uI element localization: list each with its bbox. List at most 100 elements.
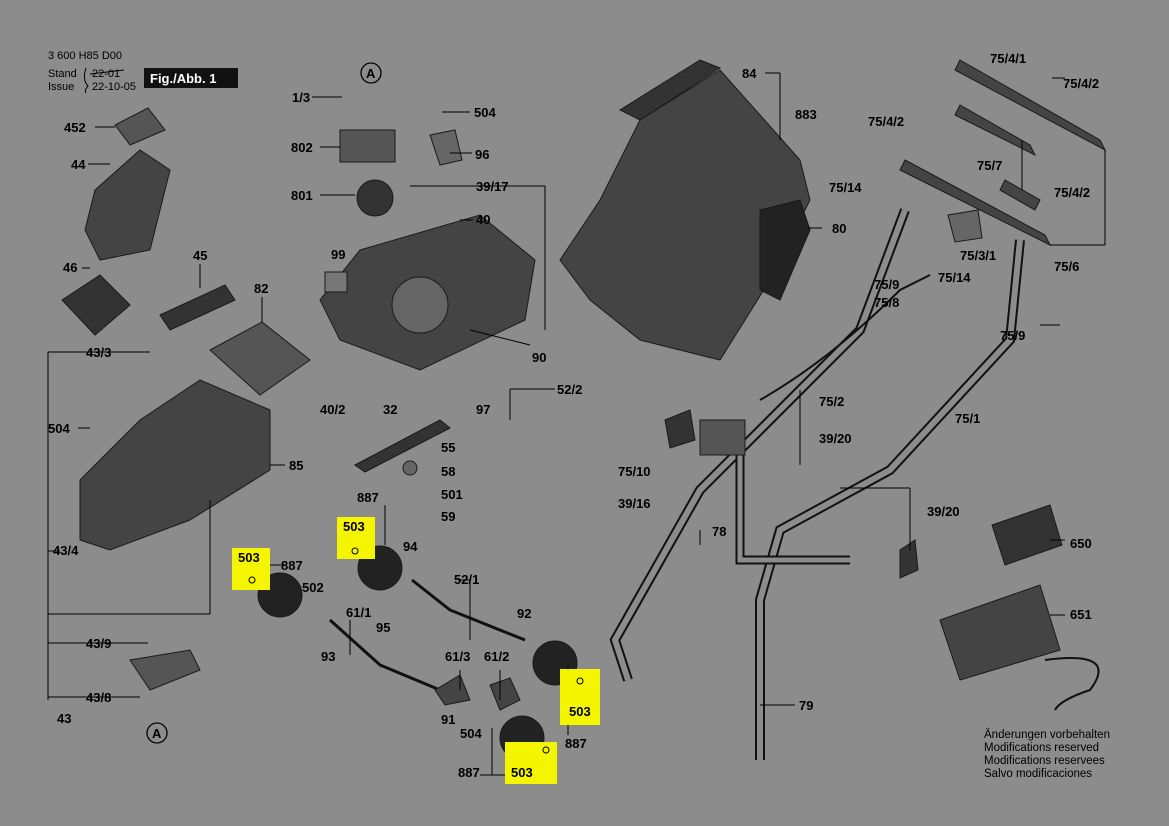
part-label-46: 46 (63, 260, 77, 275)
part-label-95: 95 (376, 620, 390, 635)
marker-a-top-label: A (366, 66, 376, 81)
part-label-503-d: 503 (569, 704, 591, 719)
part-label-43-8: 43/8 (86, 690, 111, 705)
part-label-92: 92 (517, 606, 531, 621)
note-de: Änderungen vorbehalten (984, 729, 1110, 741)
part-75-10-drawing (664, 409, 696, 449)
part-label-75-10: 75/10 (618, 464, 651, 479)
cover-44-drawing (84, 149, 171, 261)
highlight-503-d (505, 742, 557, 784)
part-label-75-7: 75/7 (977, 158, 1002, 173)
grass-box-side-drawing (759, 199, 811, 301)
part-label-40-2: 40/2 (320, 402, 345, 417)
part-label-58: 58 (441, 464, 455, 479)
note-en: Modifications reserved (984, 742, 1099, 754)
part-label-78: 78 (712, 524, 726, 539)
reference-markers: A A (146, 62, 382, 744)
part-label-504-left: 504 (48, 421, 70, 436)
part-label-97: 97 (476, 402, 490, 417)
stand-date-strike (89, 69, 125, 75)
handle-75-1-drawing (755, 239, 1025, 760)
marker-a-top (360, 62, 382, 84)
part-label-503-c: 503 (511, 765, 533, 780)
part-label-75-14-b: 75/14 (938, 270, 971, 285)
issue-label: Issue (48, 81, 74, 93)
part-label-75-14-a: 75/14 (829, 180, 862, 195)
charger-cable-drawing (1044, 657, 1100, 711)
issue-date: 22-10-05 (92, 81, 136, 93)
part-label-40: 40 (476, 212, 490, 227)
housing-43-drawing (79, 379, 271, 551)
part-label-1-3: 1/3 (292, 90, 310, 105)
part-label-504-bottom: 504 (460, 726, 482, 741)
handle-75-1-inner (757, 239, 1023, 760)
part-label-650: 650 (1070, 536, 1092, 551)
part-label-43-9: 43/9 (86, 636, 111, 651)
part-39-20-clamp-drawing (899, 539, 919, 579)
handle-78-inner (737, 440, 850, 563)
part-label-75-9-b: 75/9 (1000, 328, 1025, 343)
modification-notes: Änderungen vorbehalten Modifications res… (984, 729, 1110, 780)
part-label-504-top: 504 (474, 105, 496, 120)
deck-fan-drawing (391, 276, 449, 334)
part-label-39-16: 39/16 (618, 496, 651, 511)
part-452-drawing (114, 107, 166, 146)
part-label-90: 90 (532, 350, 546, 365)
part-label-75-6: 75/6 (1054, 259, 1079, 274)
part-label-79: 79 (799, 698, 813, 713)
blade-55-drawing (354, 419, 451, 473)
handle-75-2-inner (611, 208, 908, 681)
part-label-80: 80 (832, 221, 846, 236)
part-label-887-d: 887 (565, 736, 587, 751)
washer-503-c (576, 677, 584, 685)
axle-52-1-drawing (411, 578, 526, 642)
part-label-39-17: 39/17 (476, 179, 509, 194)
part-label-61-1: 61/1 (346, 605, 371, 620)
part-label-883: 883 (795, 107, 817, 122)
part-label-801: 801 (291, 188, 313, 203)
part-75-3-1-drawing (947, 209, 983, 243)
part-label-501: 501 (441, 487, 463, 502)
note-fr: Modifications reservees (984, 755, 1105, 767)
bowden-cable-drawing (759, 274, 931, 401)
handle-grip-75-4-2-drawing (954, 104, 1037, 157)
part-label-94: 94 (403, 539, 418, 554)
part-label-651: 651 (1070, 607, 1092, 622)
part-label-503-b: 503 (343, 519, 365, 534)
part-58-drawing (402, 460, 418, 476)
part-label-55: 55 (441, 440, 455, 455)
part-label-82: 82 (254, 281, 268, 296)
grass-box-handle-drawing (618, 59, 722, 121)
part-label-43-4: 43/4 (53, 543, 79, 558)
stand-label: Stand (48, 68, 77, 80)
part-label-502: 502 (302, 580, 324, 595)
part-label-91: 91 (441, 712, 455, 727)
part-96-drawing (429, 129, 463, 166)
part-label-802: 802 (291, 140, 313, 155)
part-label-84: 84 (742, 66, 757, 81)
figure-label-box (144, 68, 238, 88)
header-brace (83, 67, 89, 94)
part-label-43: 43 (57, 711, 71, 726)
part-label-59: 59 (441, 509, 455, 524)
part-label-887-b: 887 (357, 490, 379, 505)
part-label-887-a: 887 (281, 558, 303, 573)
highlights (232, 517, 600, 784)
charger-651-drawing (939, 584, 1061, 681)
doc-number: 3 600 H85 D00 (48, 50, 122, 62)
part-label-93: 93 (321, 649, 335, 664)
part-label-75-1: 75/1 (955, 411, 980, 426)
note-es: Salvo modificaciones (984, 768, 1092, 780)
part-46-drawing (61, 274, 131, 336)
highlight-503-b (337, 517, 375, 559)
part-label-32: 32 (383, 402, 397, 417)
part-label-75-4-2-b: 75/4/2 (868, 114, 904, 129)
part-label-52-2: 52/2 (557, 382, 582, 397)
part-label-452: 452 (64, 120, 86, 135)
part-label-75-4-1: 75/4/1 (990, 51, 1026, 66)
part-99-drawing (324, 271, 348, 293)
part-label-75-2: 75/2 (819, 394, 844, 409)
part-label-75-8: 75/8 (874, 295, 899, 310)
module-802-drawing (339, 129, 396, 163)
